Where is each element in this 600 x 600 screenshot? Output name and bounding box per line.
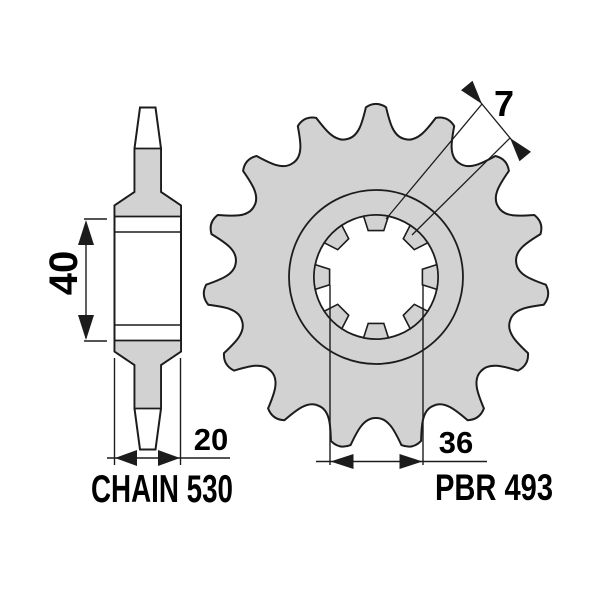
dim-7-arrow-lower [510,138,531,162]
dim-20-label: 20 [194,422,228,457]
dim-36-arrow-right [399,454,423,469]
dim-7-arrow-upper [461,80,482,104]
dim-36-arrow-left [330,454,354,469]
sprocket-side-view [113,106,182,451]
spline-tab [362,214,390,232]
dimension-spline-bore [316,285,487,469]
dim-7-leader-left [385,103,483,220]
dim-20-arrow-left [115,450,137,466]
dim-7-label: 7 [494,83,514,124]
dimension-tooth-thickness [385,80,531,236]
dim-7-leader-right [411,137,511,236]
chain-size-label: CHAIN 530 [91,468,233,511]
dim-20-arrow-right [158,450,180,466]
dimension-hub-width [107,358,230,466]
spline-tab [421,263,439,291]
spline-tab [362,322,390,340]
side-view-top-shoulder [113,147,182,218]
dim-40-label: 40 [42,251,86,296]
spline-tab [323,224,350,251]
dimension-hub-length [78,218,107,342]
dim-40-arrow-up [78,220,94,245]
dim-40-arrow-down [78,315,94,340]
sprocket-front-view [202,102,550,448]
spline-tab [402,224,429,251]
spline-tab [402,303,429,330]
hub-circle [288,189,464,365]
side-view-bottom-shoulder [113,339,182,410]
spline-tab [313,263,331,291]
part-number-label: PBR 493 [435,467,553,508]
dim-36-label: 36 [439,425,473,460]
